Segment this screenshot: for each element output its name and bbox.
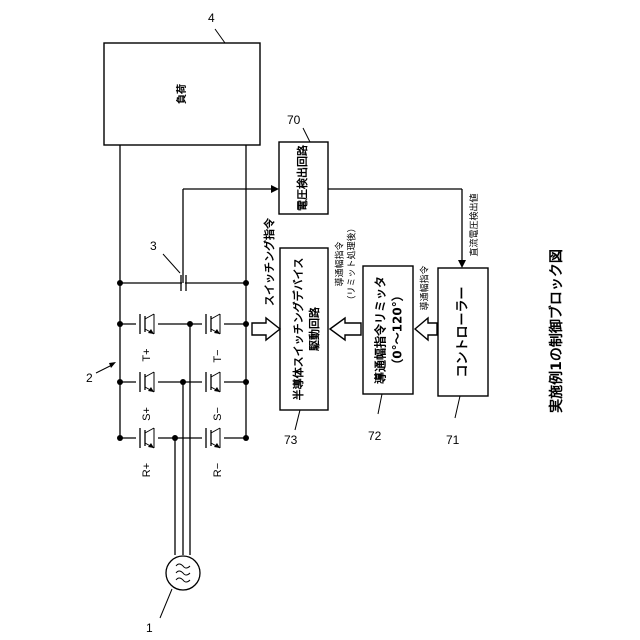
label-t-plus: T+: [141, 348, 153, 361]
limiter-label-line1: 導通幅指令リミッタ: [373, 276, 388, 384]
label-r-plus: R+: [141, 463, 153, 477]
switching-command-arrow: [252, 318, 280, 340]
switch-t-plus: [136, 314, 158, 334]
label-r-minus: R−: [212, 463, 224, 477]
driver-label-line1: 半導体スイッチングデバイス: [291, 258, 305, 401]
driver-label-line2: 駆動回路: [307, 306, 321, 351]
figure-caption: 実施例1の制御ブロック図: [548, 249, 565, 413]
load-label: 負荷: [175, 84, 188, 104]
conduction-width-command-arrow: [415, 318, 437, 340]
voltage-detector-label: 電圧検出回路: [295, 144, 309, 211]
ref-load: 4: [208, 11, 215, 25]
ref-motor: 1: [146, 621, 153, 635]
ref-inverter: 2: [86, 371, 93, 385]
switching-command-label: スイッチング指令: [262, 217, 276, 306]
ref-controller: 71: [446, 433, 460, 447]
controller-label: コントローラー: [456, 286, 471, 377]
switch-r-minus: [202, 428, 224, 448]
label-s-minus: S−: [212, 407, 224, 421]
switch-t-minus: [202, 314, 224, 334]
ref-capacitor: 3: [150, 239, 157, 253]
label-t-minus: T−: [212, 349, 224, 362]
label-s-plus: S+: [141, 407, 153, 421]
switch-s-minus: [202, 372, 224, 392]
switch-s-plus: [136, 372, 158, 392]
limiter-label-line2: （0°～120°）: [390, 289, 405, 370]
dc-voltage-detection-label: 直流電圧検出値: [468, 193, 480, 256]
ref-voltage-detector: 70: [287, 113, 301, 127]
ref-driver: 73: [284, 433, 298, 447]
limiter-block: [363, 266, 413, 394]
ref-limiter: 72: [368, 429, 382, 443]
limited-command-arrow: [330, 318, 361, 340]
switch-r-plus: [136, 428, 158, 448]
limited-command-label-line2: （リミット処理後）: [346, 223, 358, 304]
conduction-width-command-label: 導通幅指令: [419, 265, 431, 310]
generator-symbol: [166, 556, 200, 590]
limited-command-label-line1: 導通幅指令: [334, 241, 346, 286]
